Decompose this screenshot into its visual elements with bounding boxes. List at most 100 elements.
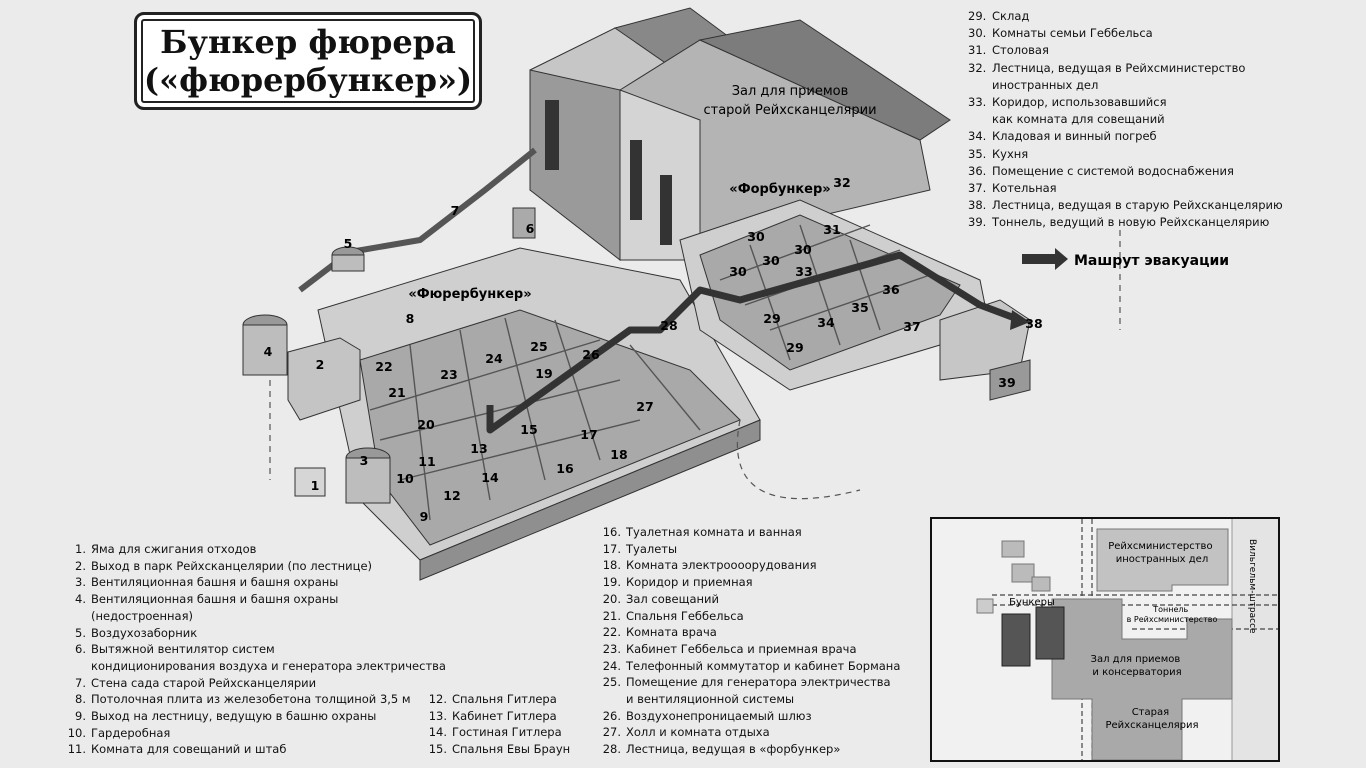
room-number: 22	[375, 359, 392, 374]
legend-item: как комната для совещаний	[992, 112, 1165, 127]
evacuation-route	[486, 251, 1022, 434]
room-number: 20	[417, 417, 435, 432]
room-number: 29	[763, 311, 780, 326]
map-tunnel-label: Тоннель в Рейхсминистерство	[1127, 605, 1218, 624]
room-number: 17	[580, 427, 597, 442]
legend-middle: 12.Спальня Гитлера 13.Кабинет Гитлера 14…	[425, 691, 570, 758]
legend-item: 34.Кладовая и винный погреб	[968, 129, 1157, 144]
legend-item: 3.Вентиляционная башня и башня охраны	[75, 575, 339, 590]
legend-item: 12.Спальня Гитлера	[428, 692, 557, 706]
legend-item: 14.Гостиная Гитлера	[428, 725, 562, 740]
room-number: 30	[762, 253, 780, 268]
room-number: 3	[360, 453, 369, 468]
legend-item: 29.Склад	[968, 9, 1030, 23]
legend-item: 13.Кабинет Гитлера	[428, 708, 557, 723]
legend-item: 36.Помещение с системой водоснабжения	[968, 163, 1234, 178]
title-frame: Бункер фюрера («фюрербункер»)	[134, 12, 482, 110]
room-number: 38	[1025, 316, 1042, 331]
legend-item: 33.Коридор, использовавшийся	[968, 95, 1167, 110]
room-number: 30	[794, 242, 812, 257]
room-number: 15	[520, 422, 537, 437]
legend-item: 19.Коридор и приемная	[602, 575, 753, 590]
title-line-2: («фюрербункер»)	[143, 61, 473, 99]
legend-item: (недостроенная)	[91, 608, 193, 623]
legend-item: 38.Лестница, ведущая в старую Рейхсканце…	[968, 198, 1283, 213]
room-number: 13	[470, 441, 487, 456]
legend-item: 30.Комнаты семьи Геббельса	[968, 26, 1153, 41]
legend-item: 15.Спальня Евы Браун	[428, 742, 571, 757]
room-number: 28	[660, 318, 677, 333]
room-number: 32	[833, 175, 850, 190]
legend-right: 29.Склад 30.Комнаты семьи Геббельса 31.С…	[968, 8, 1283, 232]
legend-item: и вентиляционной системы	[626, 692, 795, 707]
legend-item: 11.Комната для совещаний и штаб	[67, 742, 287, 757]
map-ministry-label: Рейхсминистерство иностранных дел	[1108, 541, 1216, 565]
room-number: 14	[481, 470, 499, 485]
legend-item: 25.Помещение для генератора электричеств…	[602, 675, 891, 690]
room-number: 35	[851, 300, 868, 315]
legend-item: 6.Вытяжной вентилятор систем	[75, 642, 275, 657]
room-number: 11	[418, 454, 435, 469]
evacuation-label: Машрут эвакуации	[1074, 253, 1229, 269]
room-number: 25	[530, 339, 547, 354]
room-number: 33	[795, 264, 812, 279]
map-bunker-1	[1001, 613, 1031, 667]
room-number: 6	[526, 221, 535, 236]
room-number: 5	[344, 236, 353, 251]
room-number: 37	[903, 319, 920, 334]
legend-item: 21.Спальня Геббельса	[602, 608, 744, 623]
room-number: 10	[396, 471, 414, 486]
legend-item: 23.Кабинет Геббельса и приемная врача	[602, 641, 857, 656]
room-number-group: 1 2 3 4 5 6 7 8 9 10 11 12 13 14 15 16 1…	[264, 175, 1043, 524]
legend-item: 7.Стена сада старой Рейхсканцелярии	[75, 675, 317, 690]
map-bunker-2	[1035, 606, 1065, 660]
room-number: 18	[610, 447, 627, 462]
legend-item: 24.Телефонный коммутатор и кабинет Борма…	[602, 658, 901, 673]
old-chancellery-label: старой Рейхсканцелярии	[703, 103, 876, 118]
legend-item: 31.Столовая	[968, 43, 1049, 58]
legend-item: кондиционирования воздуха и генератора э…	[91, 658, 446, 673]
room-number: 24	[485, 351, 503, 366]
room-number: 8	[406, 311, 415, 326]
room-number: 16	[556, 461, 574, 476]
room-number: 34	[817, 315, 835, 330]
room-number: 36	[882, 282, 900, 297]
room-number: 31	[823, 222, 840, 237]
legend-item: 37.Котельная	[968, 181, 1057, 196]
room-number: 21	[388, 385, 405, 400]
legend-item: 17.Туалеты	[602, 541, 678, 556]
room-number: 27	[636, 399, 653, 414]
legend-item: 22.Комната врача	[602, 625, 717, 640]
map-chancellery-label: Старая Рейхсканцелярия	[1105, 707, 1198, 731]
room-number: 9	[420, 509, 429, 524]
room-number: 2	[316, 357, 325, 372]
legend-item: 32.Лестница, ведущая в Рейхсминистерство	[968, 60, 1246, 75]
fuhrerbunker-label: «Фюрербункер»	[408, 287, 531, 302]
legend-left: 1.Яма для сжигания отходов 2.Выход в пар…	[64, 541, 446, 758]
vorbunker-label: «Форбункер»	[729, 182, 830, 197]
legend-item: 18.Комната электроооорудования	[602, 558, 817, 573]
legend-item: 1.Яма для сжигания отходов	[75, 542, 257, 556]
room-number: 39	[998, 375, 1015, 390]
room-number: 23	[440, 367, 457, 382]
inset-map: Рейхсминистерство иностранных дел Бункер…	[930, 517, 1280, 762]
map-street-label: Вильгельм-штрассе	[1247, 539, 1257, 634]
map-bunkers-label: Бункеры	[1009, 597, 1055, 608]
legend-item: 8.Потолочная плита из железобетона толщи…	[75, 692, 411, 707]
evacuation-arrow	[1022, 248, 1068, 270]
room-number: 30	[747, 229, 765, 244]
legend-item: 9.Выход на лестницу, ведущую в башню охр…	[75, 709, 377, 724]
legend-item: 35.Кухня	[968, 146, 1029, 161]
room-number: 30	[729, 264, 747, 279]
title-line-1: Бункер фюрера	[160, 23, 456, 61]
legend-item: 2.Выход в парк Рейхсканцелярии (по лестн…	[75, 558, 373, 573]
room-number: 12	[443, 488, 460, 503]
map-reception-label: Зал для приемов и консерватория	[1091, 654, 1184, 678]
legend-item: 20.Зал совещаний	[602, 591, 719, 606]
inset-map-drawing: Рейхсминистерство иностранных дел Бункер…	[932, 519, 1278, 760]
legend-item: иностранных дел	[992, 77, 1099, 92]
room-number: 19	[535, 366, 552, 381]
legend-item: 28.Лестница, ведущая в «форбункер»	[602, 742, 841, 757]
